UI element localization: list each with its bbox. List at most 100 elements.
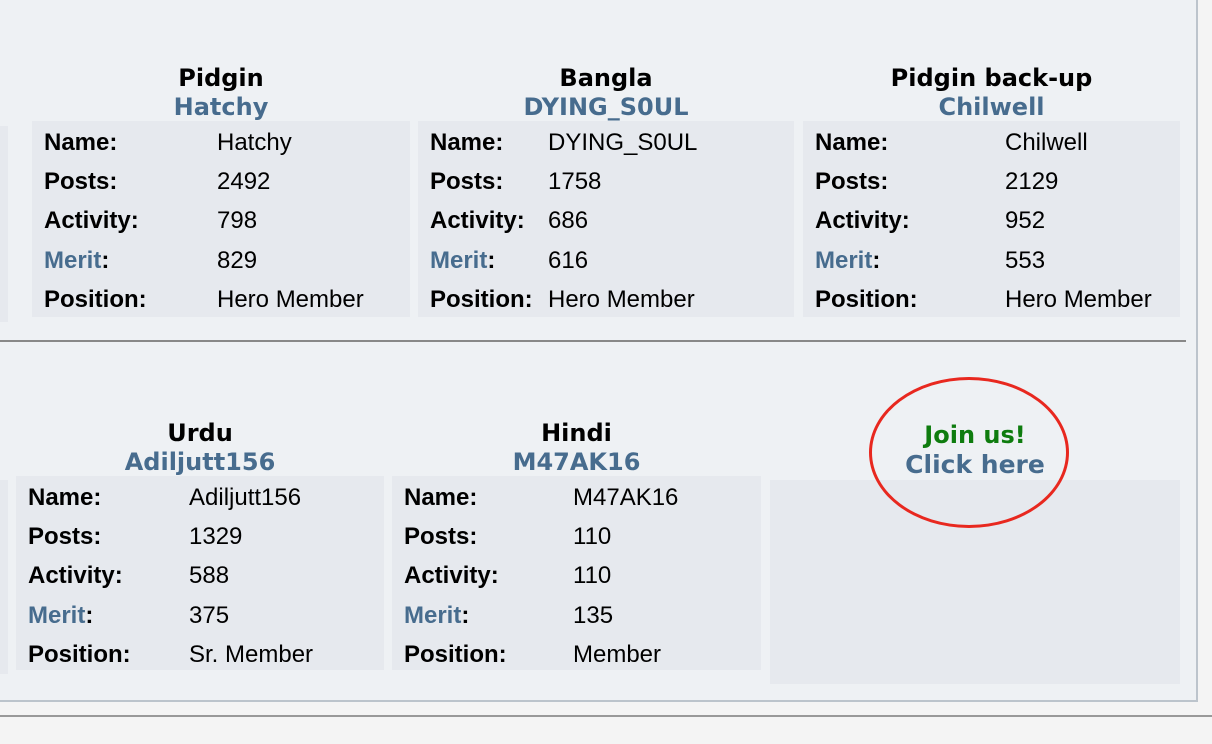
stat-label: Posts:: [28, 522, 102, 550]
team-language: Pidgin: [178, 64, 264, 92]
stat-row-posts: Posts: 2129: [815, 162, 1152, 201]
stat-label: Posts:: [404, 522, 478, 550]
stat-label: Merit:: [44, 241, 217, 280]
manager-stats: Name: Hatchy Posts: 2492 Activity: 798 M…: [44, 123, 364, 319]
colon: :: [461, 601, 470, 629]
merit-link[interactable]: Merit: [404, 601, 462, 629]
stat-row-activity: Activity: 110: [404, 557, 678, 596]
team-language: Pidgin back-up: [890, 64, 1093, 92]
stat-row-position: Position: Sr. Member: [28, 635, 313, 674]
manager-stats: Name: DYING_S0UL Posts: 1758 Activity: 6…: [430, 123, 697, 319]
stat-label: Name:: [815, 128, 889, 156]
stat-row-position: Position: Member: [404, 635, 678, 674]
manager-stats: Name: M47AK16 Posts: 110 Activity: 110 M…: [404, 478, 678, 674]
stat-value: Hatchy: [217, 128, 292, 156]
stat-row-name: Name: DYING_S0UL: [430, 123, 697, 162]
stat-label: Merit:: [430, 241, 548, 280]
manager-link[interactable]: Adiljutt156: [124, 448, 276, 476]
stat-value: Adiljutt156: [189, 483, 302, 511]
stat-value: 588: [189, 562, 230, 590]
team-column-bangla: Bangla DYING_S0UL Name: DYING_S0UL Posts…: [418, 64, 794, 317]
merit-link[interactable]: Merit: [28, 601, 86, 629]
stat-row-name: Name: Chilwell: [815, 123, 1152, 162]
stat-value: 798: [217, 207, 258, 235]
stat-value: 2129: [1005, 167, 1059, 195]
stat-value: Hero Member: [548, 285, 695, 313]
stat-value: 375: [189, 601, 230, 629]
stat-label: Name:: [404, 483, 478, 511]
stat-label: Name:: [430, 128, 504, 156]
stat-row-activity: Activity: 588: [28, 557, 313, 596]
stat-label: Activity:: [28, 562, 123, 590]
team-language: Hindi: [541, 419, 612, 447]
stat-row-position: Position: Hero Member: [815, 280, 1152, 319]
stat-label: Activity:: [44, 207, 139, 235]
stat-row-name: Name: Adiljutt156: [28, 478, 313, 517]
stat-value: 952: [1005, 207, 1046, 235]
stat-value: Hero Member: [217, 285, 364, 313]
stat-row-name: Name: M47AK16: [404, 478, 678, 517]
colon: :: [487, 246, 496, 274]
stat-label: Position:: [44, 285, 147, 313]
stat-row-merit: Merit: 829: [44, 241, 364, 280]
merit-link[interactable]: Merit: [815, 246, 873, 274]
stat-row-posts: Posts: 1329: [28, 517, 313, 556]
team-language: Urdu: [167, 419, 233, 447]
stat-row-posts: Posts: 110: [404, 517, 678, 556]
stat-row-activity: Activity: 952: [815, 202, 1152, 241]
stat-label: Position:: [815, 285, 918, 313]
stat-label: Position:: [404, 640, 507, 668]
stat-value: 829: [217, 246, 258, 274]
stat-value: 686: [548, 207, 589, 235]
manager-card: Name: DYING_S0UL Posts: 1758 Activity: 6…: [418, 121, 794, 317]
stat-value: 616: [548, 246, 589, 274]
manager-stats: Name: Adiljutt156 Posts: 1329 Activity: …: [28, 478, 313, 674]
stat-value: 553: [1005, 246, 1046, 274]
stat-row-name: Name: Hatchy: [44, 123, 364, 162]
stat-label: Name:: [44, 128, 118, 156]
highlight-circle: [869, 377, 1069, 528]
manager-link[interactable]: Hatchy: [173, 93, 269, 121]
stat-label: Position:: [430, 285, 533, 313]
stat-value: Member: [573, 640, 662, 668]
stat-value: Hero Member: [1005, 285, 1152, 313]
manager-link[interactable]: Chilwell: [938, 93, 1045, 121]
stat-row-activity: Activity: 798: [44, 202, 364, 241]
team-column-urdu: Urdu Adiljutt156 Name: Adiljutt156 Posts…: [16, 419, 384, 670]
stat-label: Posts:: [430, 167, 504, 195]
row-divider: [0, 340, 1186, 342]
merit-link[interactable]: Merit: [44, 246, 102, 274]
stat-row-merit: Merit: 616: [430, 241, 697, 280]
stat-label: Activity:: [815, 207, 910, 235]
stat-value: 2492: [217, 167, 271, 195]
stat-value: DYING_S0UL: [548, 128, 698, 156]
stat-row-merit: Merit: 375: [28, 596, 313, 635]
team-column-pidgin-backup: Pidgin back-up Chilwell Name: Chilwell P…: [803, 64, 1180, 317]
merit-link[interactable]: Merit: [430, 246, 488, 274]
stat-label: Posts:: [815, 167, 889, 195]
colon: :: [85, 601, 94, 629]
manager-card: Name: Hatchy Posts: 2492 Activity: 798 M…: [32, 121, 410, 317]
team-column-pidgin: Pidgin Hatchy Name: Hatchy Posts: 2492 A…: [32, 64, 410, 317]
outer-divider: [0, 715, 1212, 717]
manager-link[interactable]: M47AK16: [512, 448, 641, 476]
stat-label: Merit:: [815, 241, 1005, 280]
stat-label: Merit:: [404, 596, 573, 635]
stat-row-activity: Activity: 686: [430, 202, 697, 241]
manager-link[interactable]: DYING_S0UL: [523, 93, 689, 121]
stat-value: 110: [573, 562, 612, 590]
stat-value: M47AK16: [573, 483, 679, 511]
previous-card-stub: [0, 126, 8, 322]
stat-value: Chilwell: [1005, 128, 1088, 156]
stat-label: Name:: [28, 483, 102, 511]
manager-stats: Name: Chilwell Posts: 2129 Activity: 952…: [815, 123, 1152, 319]
stat-row-merit: Merit: 135: [404, 596, 678, 635]
manager-card: Name: Chilwell Posts: 2129 Activity: 952…: [803, 121, 1180, 317]
colon: :: [872, 246, 881, 274]
stat-row-posts: Posts: 1758: [430, 162, 697, 201]
stat-row-position: Position: Hero Member: [430, 280, 697, 319]
stat-label: Activity:: [404, 562, 499, 590]
previous-card-stub: [0, 480, 8, 674]
manager-card: Name: M47AK16 Posts: 110 Activity: 110 M…: [392, 476, 761, 670]
stat-label: Activity:: [430, 207, 525, 235]
